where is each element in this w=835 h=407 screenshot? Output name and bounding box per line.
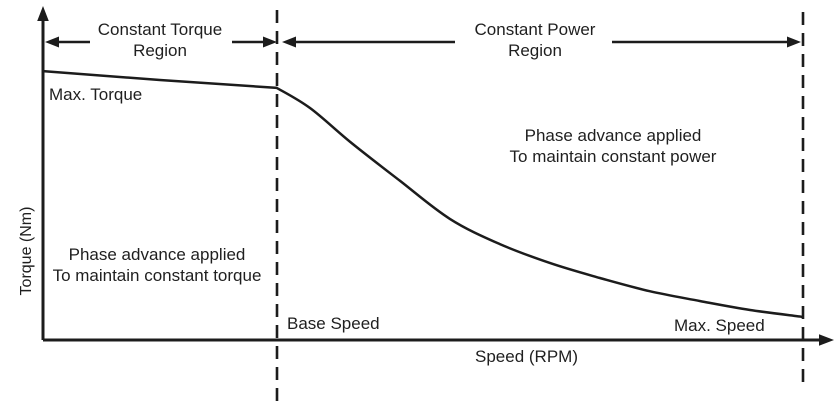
constant-power-region-title: Constant Power Region xyxy=(435,19,635,61)
max-speed-label: Max. Speed xyxy=(674,316,765,335)
constant-power-region-title-line2: Region xyxy=(508,41,562,60)
constant-torque-arrowhead-left-icon xyxy=(45,36,59,48)
y-axis-label: Torque (Nm) xyxy=(18,206,35,296)
constant-power-arrowhead-right-icon xyxy=(787,36,801,48)
constant-power-arrowhead-left-icon xyxy=(282,36,296,48)
phase-advance-torque-line2: To maintain constant torque xyxy=(52,266,262,285)
constant-torque-region-title-line1: Constant Torque xyxy=(97,20,223,39)
phase-advance-power-line2: To maintain constant power xyxy=(509,147,717,166)
x-axis-arrowhead-icon xyxy=(819,334,834,346)
x-axis-label: Speed (RPM) xyxy=(475,347,578,366)
constant-torque-region-title: Constant Torque Region xyxy=(60,19,260,61)
phase-advance-torque-line1: Phase advance applied xyxy=(68,245,246,264)
phase-advance-power-line1: Phase advance applied xyxy=(524,126,702,145)
constant-torque-region-title-line2: Region xyxy=(133,41,187,60)
constant-torque-arrowhead-right-icon xyxy=(263,36,277,48)
phase-advance-power-annotation: Phase advance applied To maintain consta… xyxy=(473,125,753,167)
phase-advance-torque-annotation: Phase advance applied To maintain consta… xyxy=(17,244,297,286)
constant-power-region-title-line1: Constant Power xyxy=(474,20,596,39)
torque-speed-curve xyxy=(42,69,804,319)
y-axis-arrowhead-icon xyxy=(37,6,49,21)
base-speed-label: Base Speed xyxy=(287,314,380,333)
max-torque-label: Max. Torque xyxy=(49,85,143,104)
